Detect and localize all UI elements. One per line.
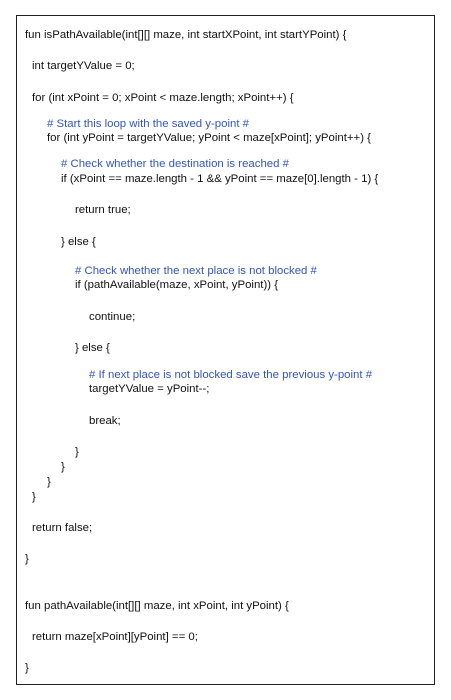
code-line: for (int xPoint = 0; xPoint < maze.lengt… [32,92,294,104]
code-line: if (xPoint == maze.length - 1 && yPoint … [61,173,379,185]
code-line: } [47,476,51,488]
code-line: targetYValue = yPoint--; [89,383,210,395]
comment-line: # Check whether the next place is not bl… [75,265,317,277]
code-line: break; [89,415,121,427]
code-line: } [61,461,65,473]
code-line: } [32,491,36,503]
code-line: } else { [61,236,96,248]
code-line: if (pathAvailable(maze, xPoint, yPoint))… [75,279,279,291]
code-line: } [25,662,29,674]
comment-line: # Start this loop with the saved y-point… [47,118,249,130]
code-line: } [75,446,79,458]
code-line: return maze[xPoint][yPoint] == 0; [32,631,198,643]
code-line: fun isPathAvailable(int[][] maze, int st… [25,29,347,41]
code-line: return true; [75,204,131,216]
comment-line: # If next place is not blocked save the … [89,369,373,381]
code-line: } [25,553,29,565]
code-line: } else { [75,342,110,354]
code-line: continue; [89,311,136,323]
code-line: return false; [32,522,93,534]
code-line: fun pathAvailable(int[][] maze, int xPoi… [25,600,289,612]
comment-line: # Check whether the destination is reach… [61,158,289,170]
code-frame: fun isPathAvailable(int[][] maze, int st… [16,15,435,685]
code-line: int targetYValue = 0; [32,60,135,72]
code-line: for (int yPoint = targetYValue; yPoint <… [47,132,371,144]
